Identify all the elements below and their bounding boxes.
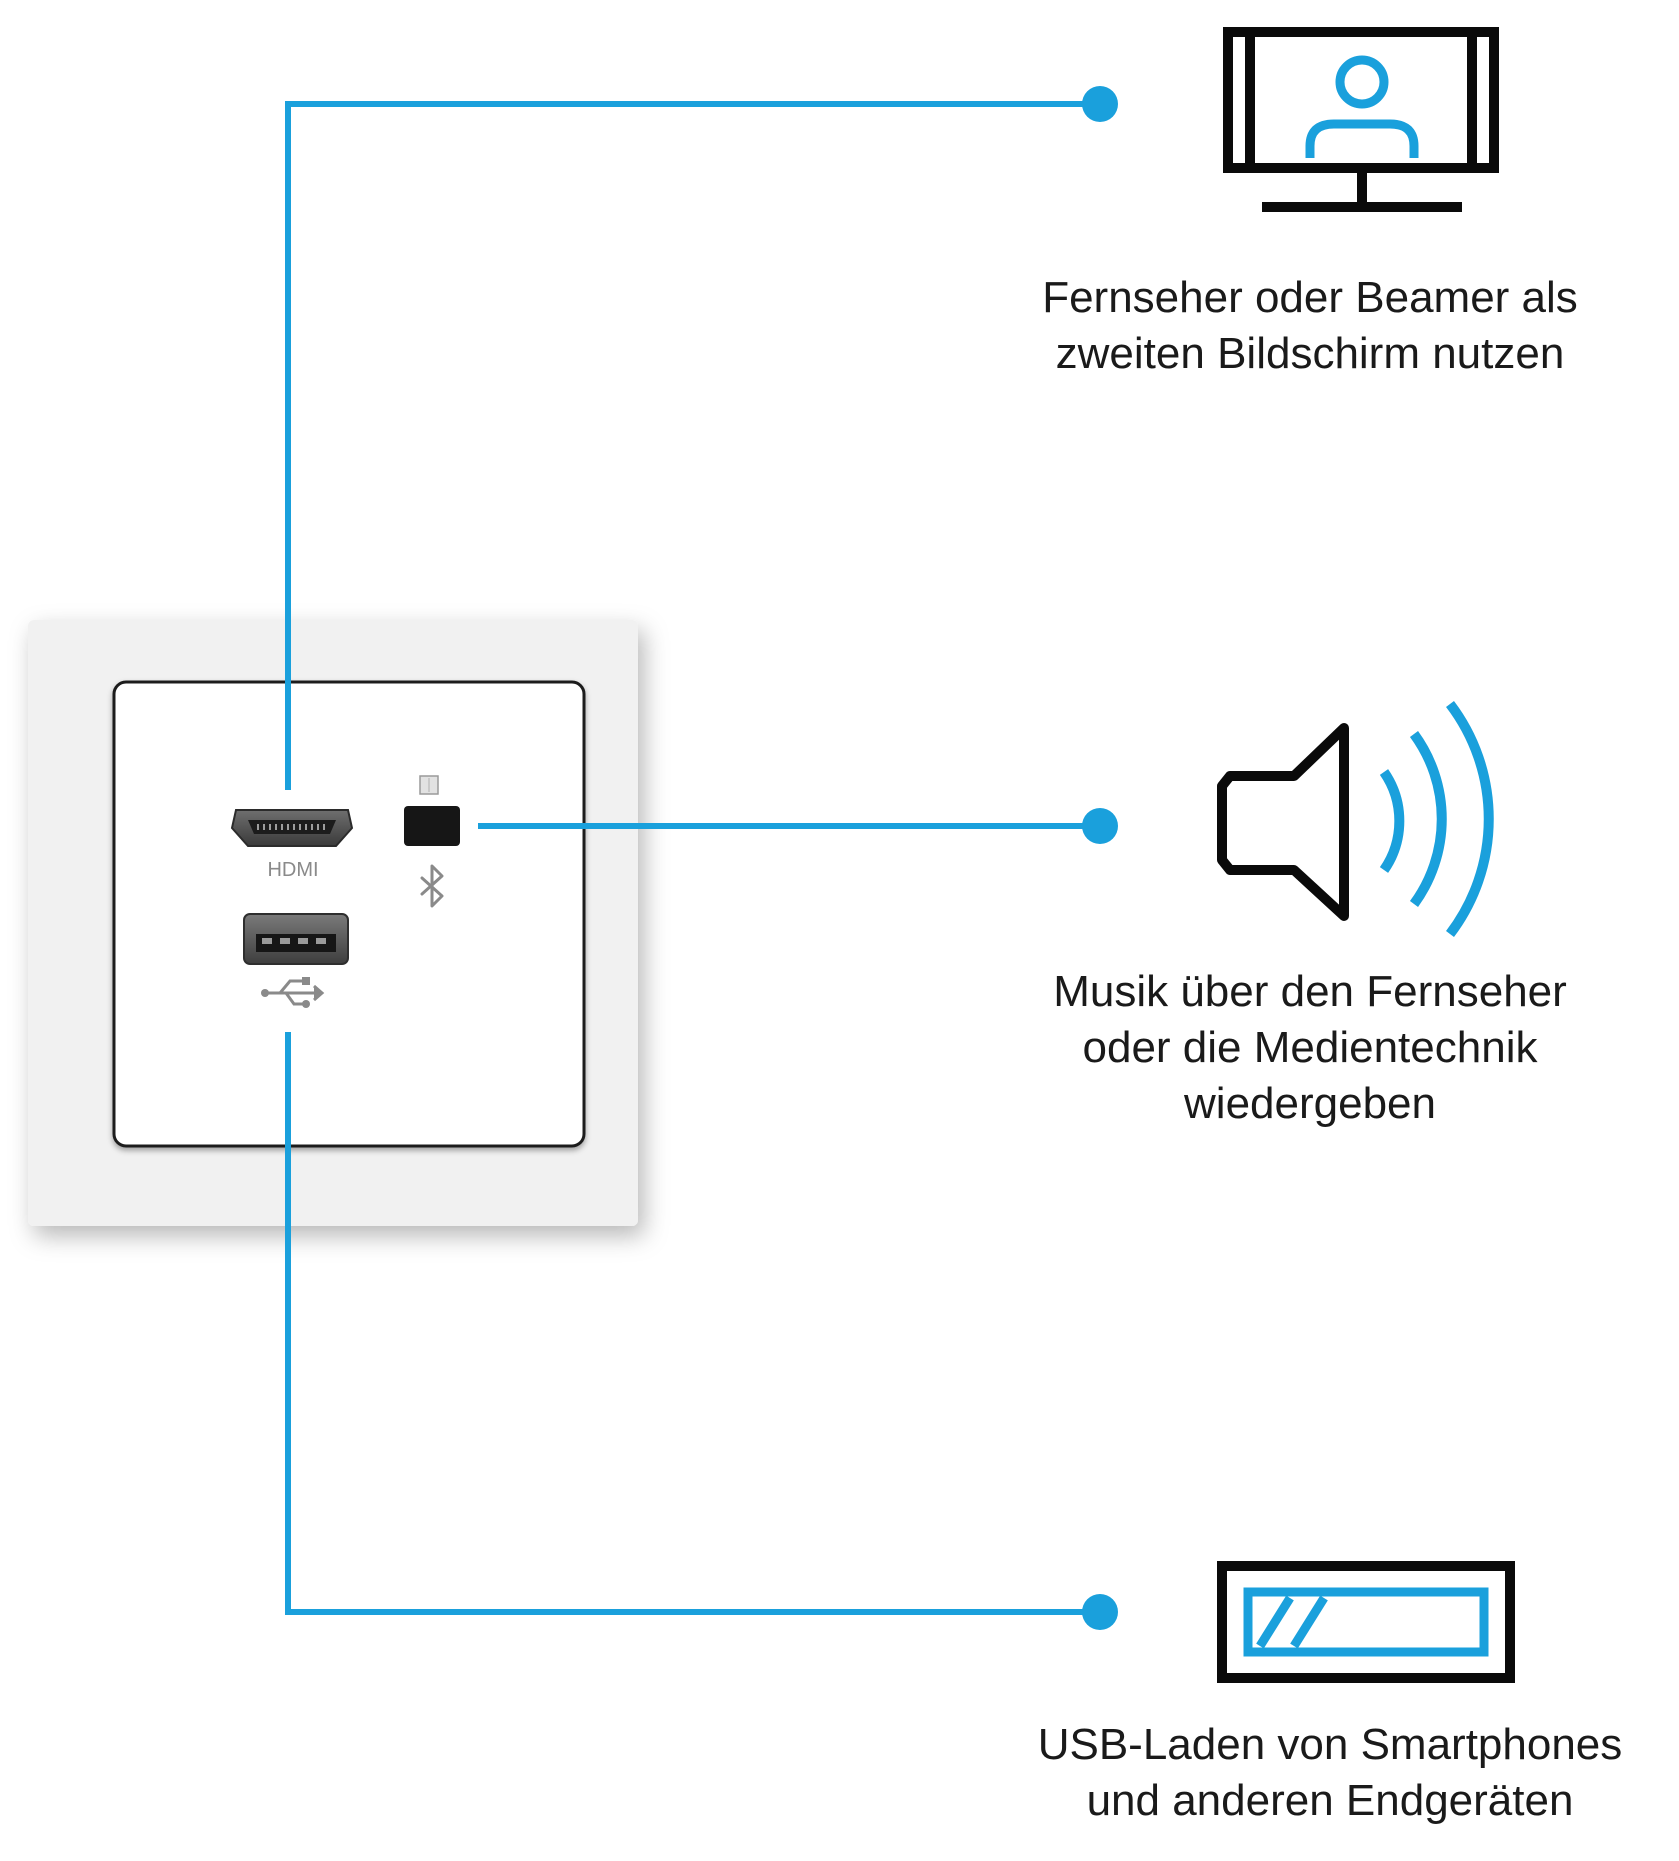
- connector-dot-speaker: [1082, 808, 1118, 844]
- bluetooth-pairing-button[interactable]: [404, 806, 460, 846]
- hdmi-label: HDMI: [267, 859, 318, 881]
- hdmi-port: [230, 809, 354, 847]
- caption-second-screen: Fernseher oder Beamer als zweiten Bildsc…: [1042, 273, 1578, 378]
- monitor-with-person-icon: [1223, 27, 1499, 212]
- caption-usb-charging: USB-Laden von Smartphones und anderen En…: [1037, 1720, 1623, 1825]
- battery-charging-icon: [1217, 1561, 1515, 1683]
- usb-icon: [261, 977, 325, 1008]
- bluetooth-icon: [420, 864, 444, 908]
- plate-insert: [112, 680, 586, 1148]
- connector-dot-display: [1082, 86, 1118, 122]
- connector-dot-battery: [1082, 1594, 1118, 1630]
- usb-port: [243, 913, 349, 965]
- connector-hdmi-to-display: [285, 101, 1100, 790]
- caption-music-playback: Musik über den Fernseher oder die Medien…: [1053, 967, 1567, 1128]
- wall-socket-plate: HDMI: [28, 620, 638, 1226]
- connector-usb-to-battery: [285, 1032, 1100, 1615]
- speaker-sound-waves-icon: [1217, 700, 1494, 938]
- connector-lines: [285, 101, 1100, 1615]
